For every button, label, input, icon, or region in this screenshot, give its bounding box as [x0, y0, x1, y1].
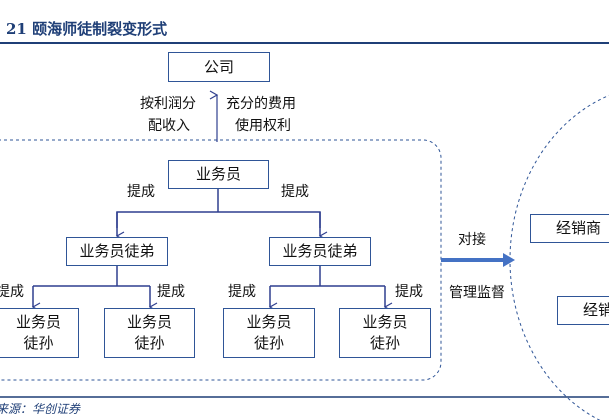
right-flow-label-2: 使用权利 — [235, 118, 291, 134]
grand-apprentice-box: 业务员徒孙 — [223, 308, 315, 358]
commission-label: 提成 — [395, 284, 423, 300]
commission-label: 提成 — [281, 184, 309, 200]
dealer-box: 经销商 — [530, 214, 609, 243]
apprentice-box: 业务员徒弟 — [269, 237, 371, 266]
company-box: 公司 — [168, 52, 270, 82]
sales-team-dashed-frame — [0, 139, 442, 381]
grand-apprentice-line2: 徒孙 — [253, 334, 284, 352]
commission-label: 提成 — [0, 284, 24, 300]
grand-apprentice-line1: 业务员 — [246, 313, 292, 331]
commission-label: 提成 — [228, 284, 256, 300]
grand-apprentice-line1: 业务员 — [126, 313, 172, 331]
tree-connectors — [31, 188, 393, 312]
grand-apprentice-line2: 徒孙 — [134, 334, 165, 352]
connect-label: 对接 — [458, 232, 486, 248]
left-flow-label-2: 配收入 — [148, 118, 190, 134]
left-flow-label-1: 按利润分 — [140, 96, 196, 112]
supervise-label: 管理监督 — [449, 285, 505, 301]
grand-apprentice-box: 业务员徒孙 — [0, 308, 79, 358]
grand-apprentice-line1: 业务员 — [362, 313, 408, 331]
figure-title: 21 颐海师徒制裂变形式 — [6, 20, 168, 38]
apprentice-box: 业务员徒弟 — [66, 237, 168, 266]
grand-apprentice-line1: 业务员 — [15, 313, 61, 331]
grand-apprentice-line2: 徒孙 — [369, 334, 400, 352]
grand-apprentice-line2: 徒孙 — [23, 334, 54, 352]
dealer-box-partial: 经销 — [557, 296, 609, 325]
grand-apprentice-box: 业务员徒孙 — [339, 308, 431, 358]
connect-arrow-head — [503, 253, 515, 267]
source-note: 来源：华创证券 — [0, 402, 81, 416]
commission-label: 提成 — [157, 284, 185, 300]
salesman-box: 业务员 — [168, 160, 269, 189]
right-flow-label-1: 充分的费用 — [226, 96, 296, 112]
grand-apprentice-box: 业务员徒孙 — [104, 308, 195, 358]
dealer-dashed-ellipse — [509, 94, 609, 420]
commission-label: 提成 — [127, 184, 155, 200]
